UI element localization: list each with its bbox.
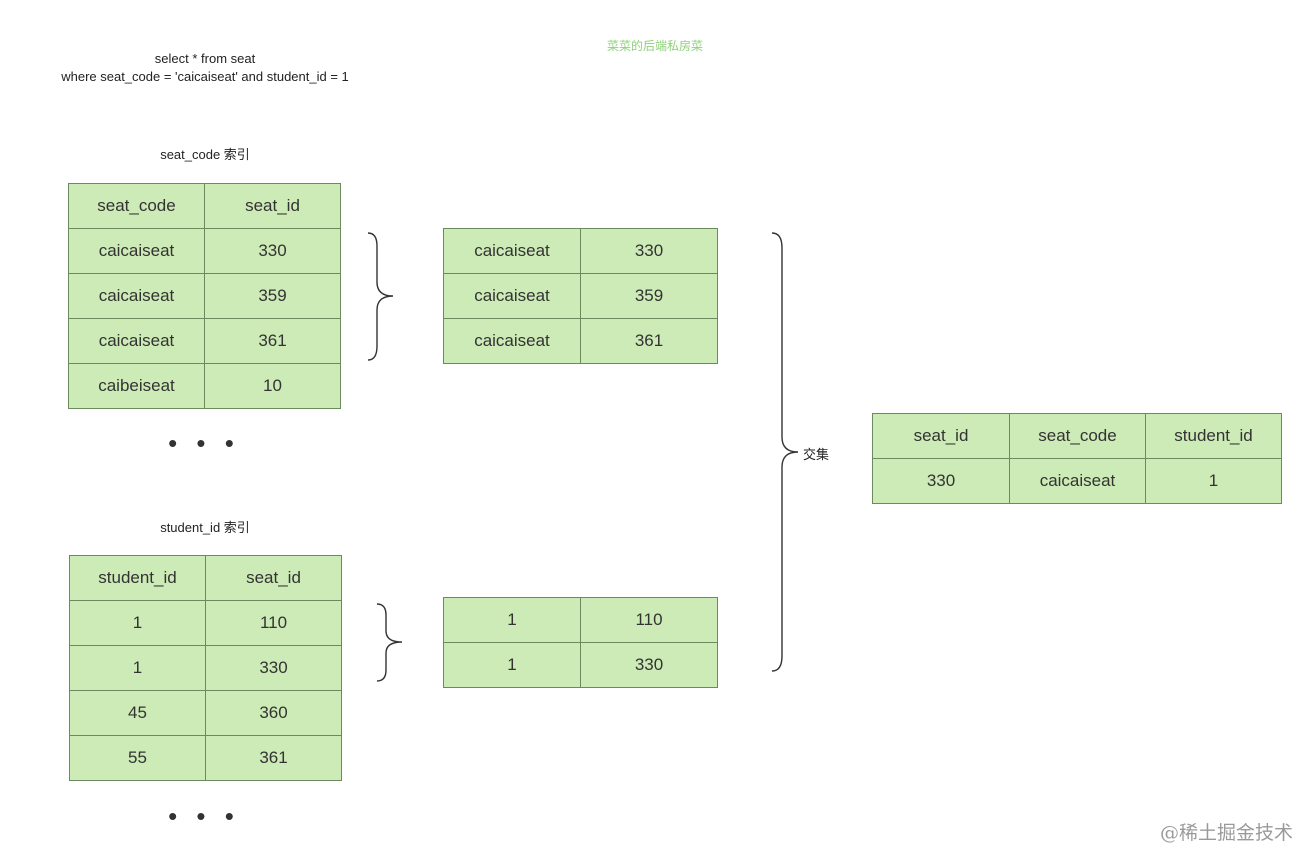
sql-query: select * from seat where seat_code = 'ca… — [0, 50, 410, 86]
table-cell: caicaiseat — [68, 228, 205, 274]
header-cell: student_id — [1145, 413, 1282, 459]
table-row: caicaiseat 359 — [68, 273, 341, 319]
seat-code-ellipsis: • • • — [168, 428, 240, 458]
table-cell: caicaiseat — [443, 273, 581, 319]
table-cell: 330 — [580, 228, 718, 274]
seat-code-index-caption: seat_code 索引 — [160, 147, 250, 162]
header-cell: seat_id — [204, 183, 341, 229]
table-row: caicaiseat 359 — [443, 273, 718, 319]
table-cell: 45 — [69, 690, 206, 736]
table-row: 1 330 — [69, 645, 342, 691]
table-row: caicaiseat 361 — [443, 318, 718, 364]
intersection-brace — [771, 232, 799, 672]
table-cell: 359 — [580, 273, 718, 319]
table-row: 55 361 — [69, 735, 342, 781]
table-cell: 1 — [443, 642, 581, 688]
table-cell: 330 — [204, 228, 341, 274]
table-cell: 110 — [580, 597, 718, 643]
intersection-result-table: seat_id seat_code student_id 330 caicais… — [872, 413, 1282, 504]
table-row: caicaiseat 330 — [443, 228, 718, 274]
table-cell: 330 — [872, 458, 1010, 504]
seat-code-brace — [367, 232, 394, 361]
table-cell: caibeiseat — [68, 363, 205, 409]
table-cell: 361 — [204, 318, 341, 364]
table-cell: 1 — [443, 597, 581, 643]
table-cell: 1 — [69, 600, 206, 646]
sql-line-1: select * from seat — [154, 51, 256, 66]
table-cell: caicaiseat — [443, 318, 581, 364]
table-row: caicaiseat 330 — [68, 228, 341, 274]
sql-line-2: where seat_code = 'caicaiseat' and stude… — [61, 69, 349, 84]
table-row: 1 110 — [69, 600, 342, 646]
table-cell: 1 — [1145, 458, 1282, 504]
student-id-index-caption: student_id 索引 — [160, 520, 250, 535]
table-header-row: seat_id seat_code student_id — [872, 413, 1282, 459]
watermark-bottom: @稀土掘金技术 — [1160, 822, 1294, 844]
table-row: 1 110 — [443, 597, 718, 643]
seat-code-matches-table: caicaiseat 330 caicaiseat 359 caicaiseat… — [443, 228, 718, 364]
student-id-brace — [376, 603, 403, 682]
header-cell: seat_code — [1009, 413, 1146, 459]
table-cell: 110 — [205, 600, 342, 646]
table-cell: 361 — [580, 318, 718, 364]
intersection-label: 交集 — [803, 447, 830, 462]
student-id-ellipsis: • • • — [168, 801, 240, 831]
table-cell: 361 — [205, 735, 342, 781]
table-cell: caicaiseat — [68, 273, 205, 319]
table-row: 330 caicaiseat 1 — [872, 458, 1282, 504]
table-row: caibeiseat 10 — [68, 363, 341, 409]
table-row: 45 360 — [69, 690, 342, 736]
table-cell: 1 — [69, 645, 206, 691]
header-cell: seat_code — [68, 183, 205, 229]
table-cell: 360 — [205, 690, 342, 736]
header-cell: student_id — [69, 555, 206, 601]
student-id-matches-table: 1 110 1 330 — [443, 597, 718, 688]
header-cell: seat_id — [872, 413, 1010, 459]
student-id-index-table: student_id seat_id 1 110 1 330 45 360 55… — [69, 555, 342, 781]
table-header-row: seat_code seat_id — [68, 183, 341, 229]
table-cell: caicaiseat — [1009, 458, 1146, 504]
table-row: caicaiseat 361 — [68, 318, 341, 364]
table-cell: caicaiseat — [68, 318, 205, 364]
watermark-top: 菜菜的后端私房菜 — [606, 39, 703, 53]
seat-code-index-table: seat_code seat_id caicaiseat 330 caicais… — [68, 183, 341, 409]
table-cell: 330 — [580, 642, 718, 688]
table-row: 1 330 — [443, 642, 718, 688]
table-cell: 330 — [205, 645, 342, 691]
table-cell: 359 — [204, 273, 341, 319]
table-cell: 10 — [204, 363, 341, 409]
table-cell: 55 — [69, 735, 206, 781]
header-cell: seat_id — [205, 555, 342, 601]
table-cell: caicaiseat — [443, 228, 581, 274]
table-header-row: student_id seat_id — [69, 555, 342, 601]
